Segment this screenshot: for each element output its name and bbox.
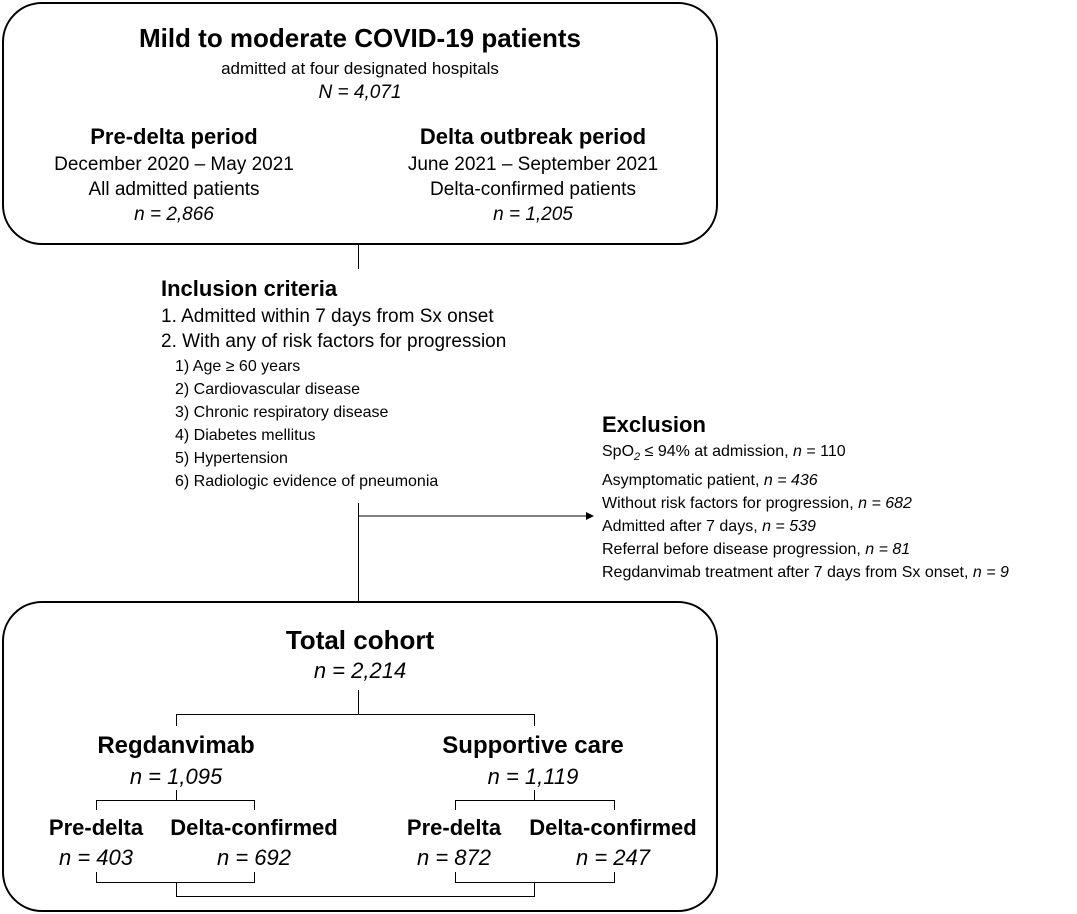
pre-delta-period-n: n = 2,866: [134, 204, 214, 225]
split-total-stem: [358, 690, 359, 715]
delta-period-n: n = 1,205: [493, 204, 573, 225]
top-subtitle: admitted at four designated hospitals: [221, 59, 499, 78]
exclusion-item-n-label: n: [793, 443, 802, 460]
split-total-bar: [176, 714, 535, 715]
pre-delta-period-dates: December 2020 – May 2021: [54, 154, 294, 175]
exclusion-item-text: Admitted after 7 days,: [602, 518, 763, 536]
regdanvimab-merge-bar: [96, 882, 255, 883]
regdanvimab-delta-n: n = 692: [216, 845, 291, 870]
exclusion-item-text: Asymptomatic patient,: [602, 472, 764, 490]
pre-delta-period-desc: All admitted patients: [88, 179, 260, 200]
regdanvimab-split-right-leg: [254, 800, 255, 810]
supportive-merge-right-leg: [614, 872, 615, 883]
inclusion-item-1: 1. Admitted within 7 days from Sx onset: [161, 306, 494, 327]
regdanvimab-pre-delta-n: n = 403: [58, 845, 133, 870]
exclusion-title: Exclusion: [602, 412, 706, 437]
top-title: Mild to moderate COVID-19 patients: [138, 23, 582, 53]
exclusion-item-n-label: n: [865, 541, 875, 559]
regdanvimab-merge-left-leg: [96, 872, 97, 883]
supportive-merge-left-leg: [455, 872, 456, 883]
exclusion-item: Admitted after 7 days, n = 539: [602, 515, 1009, 538]
supportive-pre-delta-label: Pre-delta: [406, 815, 502, 840]
supportive-care-title: Supportive care: [442, 732, 624, 759]
top-n: N = 4,071: [318, 82, 402, 103]
inclusion-title: Inclusion criteria: [161, 276, 338, 301]
delta-period-title: Delta outbreak period: [419, 124, 647, 149]
supportive-split-right-leg: [614, 800, 615, 810]
exclusion-arrow: [358, 512, 594, 520]
delta-bridge-right-leg: [534, 882, 535, 897]
pre-delta-period-title: Pre-delta period: [90, 124, 258, 149]
exclusion-item-text: Regdanvimab treatment after 7 days from …: [602, 564, 973, 582]
exclusion-item-n-label: n: [858, 495, 867, 513]
exclusion-item-n-value: = 682: [867, 495, 912, 513]
exclusion-item-n-value: = 539: [770, 518, 816, 536]
exclusion-item-n-value: = 9: [981, 564, 1009, 582]
exclusion-item: Without risk factors for progression, n …: [602, 492, 1009, 515]
connector-top-to-inclusion: [358, 245, 359, 269]
supportive-merge-bar: [455, 882, 615, 883]
regdanvimab-title: Regdanvimab: [97, 732, 255, 759]
inclusion-subitem-3: 3) Chronic respiratory disease: [175, 404, 389, 421]
exclusion-item: Regdanvimab treatment after 7 days from …: [602, 561, 1009, 584]
exclusion-item-text: ≤ 94% at admission,: [640, 443, 793, 460]
total-cohort-title: Total cohort: [285, 625, 435, 655]
inclusion-subitem-2: 2) Cardiovascular disease: [175, 381, 360, 398]
regdanvimab-split-bar: [96, 800, 255, 801]
supportive-split-stem: [534, 790, 535, 801]
supportive-care-n: n = 1,119: [487, 764, 579, 789]
supportive-split-bar: [455, 800, 615, 801]
inclusion-subitem-1: 1) Age ≥ 60 years: [175, 358, 301, 375]
supportive-delta-n: n = 247: [575, 845, 650, 870]
regdanvimab-delta-label: Delta-confirmed: [170, 815, 338, 840]
supportive-split-left-leg: [455, 800, 456, 810]
exclusion-item-n-value: = 81: [874, 541, 911, 559]
inclusion-subitem-6: 6) Radiologic evidence of pneumonia: [175, 473, 439, 490]
exclusion-item: Referral before disease progression, n =…: [602, 538, 1009, 561]
regdanvimab-n: n = 1,095: [129, 764, 223, 789]
exclusion-item: Asymptomatic patient, n = 436: [602, 469, 1009, 492]
exclusion-item-pre: SpO: [602, 443, 635, 460]
total-cohort-n: n = 2,214: [313, 658, 407, 683]
regdanvimab-merge-right-leg: [254, 872, 255, 883]
supportive-delta-label: Delta-confirmed: [529, 815, 697, 840]
delta-period-desc: Delta-confirmed patients: [430, 179, 636, 200]
bottom-box: [2, 601, 718, 912]
exclusion-item-subscript: 2: [634, 451, 641, 464]
exclusion-item-n-label: n: [972, 564, 982, 582]
regdanvimab-pre-delta-label: Pre-delta: [48, 815, 144, 840]
split-total-left-leg: [176, 714, 177, 726]
exclusion-item-n-value: = 110: [801, 443, 846, 460]
inclusion-subitem-4: 4) Diabetes mellitus: [175, 427, 316, 444]
connector-inclusion-to-cohort: [358, 503, 359, 601]
top-box: [2, 2, 718, 245]
supportive-pre-delta-n: n = 872: [416, 845, 491, 870]
regdanvimab-split-stem: [176, 790, 177, 801]
regdanvimab-split-left-leg: [96, 800, 97, 810]
delta-bridge-bar: [176, 896, 535, 897]
exclusion-item-n-label: n: [763, 472, 773, 490]
inclusion-item-2: 2. With any of risk factors for progress…: [161, 331, 507, 352]
exclusion-item-text: Referral before disease progression,: [602, 541, 866, 559]
exclusion-item: SpO2 ≤ 94% at admission, n = 110: [602, 440, 1009, 469]
exclusion-item-text: Without risk factors for progression,: [602, 495, 859, 513]
delta-bridge-left-leg: [176, 882, 177, 897]
exclusion-item-n-label: n: [762, 518, 771, 536]
exclusion-item-n-value: = 436: [772, 472, 818, 490]
inclusion-subitem-5: 5) Hypertension: [175, 450, 288, 467]
delta-period-dates: June 2021 – September 2021: [407, 154, 659, 175]
split-total-right-leg: [534, 714, 535, 726]
